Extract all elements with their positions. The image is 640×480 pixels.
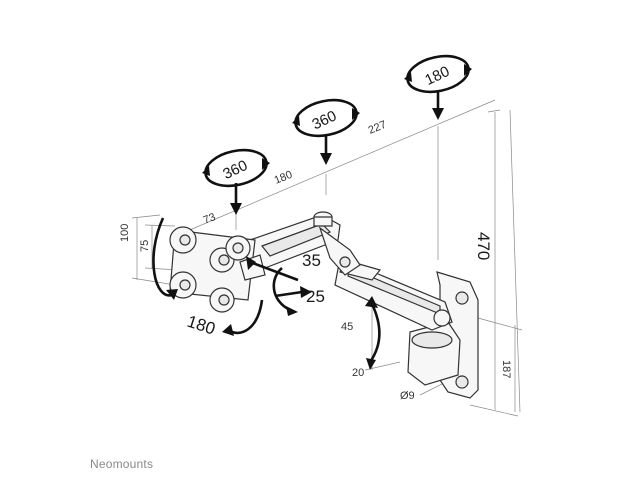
tilt-arrows [246, 256, 312, 316]
rotation-right-label: 180 [422, 63, 452, 89]
dim-470-label: 470 [474, 232, 493, 260]
wall-plate [407, 271, 479, 399]
rotation-middle-label: 360 [309, 107, 339, 133]
rotation-badge-middle [292, 98, 360, 165]
dim-73-label: 73 [202, 211, 218, 227]
lower-arm [334, 257, 453, 331]
dim-9-label: Ø9 [400, 390, 415, 402]
dim-180-label: 180 [273, 169, 295, 187]
tilt-35-label: 35 [302, 251, 321, 270]
rotation-badge-right [404, 54, 472, 120]
rotation-left-label: 360 [220, 157, 250, 183]
plate-rotation-180-label: 180 [185, 312, 218, 339]
dim-20-label: 20 [352, 367, 364, 379]
dim-45-label: 45 [341, 321, 353, 333]
dim-100-label: 100 [119, 224, 131, 242]
vesa-plate [169, 226, 266, 313]
dimension-lines [131, 99, 523, 417]
brand-logo-text: Neomounts [90, 457, 154, 471]
upper-arm [247, 211, 361, 276]
height-adjust-arrow [365, 296, 381, 370]
tilt-25-label: 25 [306, 287, 325, 306]
dim-227-label: 227 [367, 119, 389, 137]
dim-187-label: 187 [500, 360, 512, 378]
rotation-badge-left [202, 148, 270, 215]
plate-rotation-arrow [152, 217, 264, 336]
dim-75-label: 75 [139, 240, 151, 252]
